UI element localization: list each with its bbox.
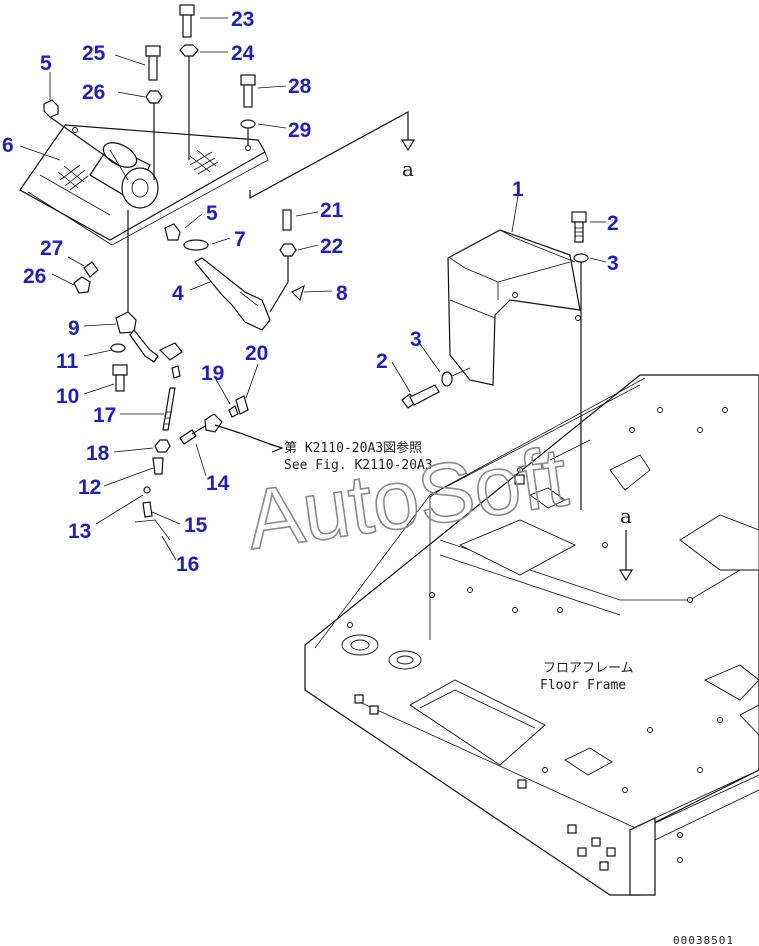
callout-14: 14 (206, 472, 230, 495)
callout-9: 9 (68, 317, 80, 340)
callout-23: 23 (231, 8, 254, 31)
nut-26 (145, 90, 163, 104)
connection-mark-a-bottom: a (620, 504, 632, 528)
nut-24 (179, 44, 199, 57)
callout-16: 16 (176, 553, 199, 576)
fitting-20 (235, 395, 249, 415)
callout-6: 6 (2, 134, 14, 157)
bushing-5-mid (164, 223, 181, 241)
callout-24: 24 (231, 42, 255, 65)
nut-27 (83, 261, 99, 278)
fitting-19 (228, 405, 239, 418)
nut-26-lower (73, 276, 91, 294)
bolt-2-left (401, 384, 440, 409)
callout-7: 7 (234, 228, 246, 251)
floor-frame-part (304, 374, 759, 896)
bolt-2-top (571, 211, 587, 243)
callout-5: 5 (40, 52, 52, 75)
callout-4: 4 (172, 282, 184, 305)
callout-21: 21 (320, 199, 344, 222)
callout-17: 17 (93, 404, 116, 427)
callout-5: 5 (206, 202, 218, 225)
callout-2: 2 (376, 350, 388, 373)
callout-11: 11 (56, 350, 79, 373)
bolt-25 (145, 45, 161, 81)
nut-22 (279, 243, 297, 257)
clevis-12 (152, 457, 164, 475)
connection-lines (249, 110, 634, 582)
connection-mark-a-top: a (402, 157, 414, 181)
bolt-28 (240, 74, 256, 108)
bolt-10 (112, 364, 128, 392)
callout-1: 1 (512, 178, 524, 201)
callout-10: 10 (56, 385, 79, 408)
callout-15: 15 (184, 514, 208, 537)
callout-20: 20 (245, 342, 268, 365)
reference-en: See Fig. K2110-20A3 (284, 458, 433, 473)
pin-13 (143, 486, 151, 494)
rod-17 (162, 365, 181, 431)
callout-27: 27 (40, 237, 63, 260)
clamp-9 (115, 311, 183, 363)
callout-3: 3 (410, 328, 422, 351)
callout-26: 26 (82, 81, 105, 104)
bracket-part-6 (19, 124, 269, 246)
elbow-14 (179, 413, 241, 445)
reference-jp: 第 K2110-20A3図参照 (284, 440, 422, 456)
knob-8 (290, 284, 305, 302)
stud-21 (282, 209, 292, 231)
callout-labels: 23 25 24 5 26 28 29 6 1 5 21 2 7 27 22 3… (2, 8, 619, 576)
washer-7 (183, 239, 209, 251)
washer-11 (110, 343, 126, 353)
washer-3-left (441, 371, 453, 387)
diagram-id: 00038501 (673, 934, 734, 946)
washer-3-top (573, 253, 589, 263)
callout-26: 26 (23, 265, 46, 288)
pin-15 (142, 501, 153, 518)
lever-part-4 (194, 257, 271, 331)
callout-22: 22 (320, 235, 343, 258)
callout-13: 13 (68, 520, 91, 543)
callout-29: 29 (288, 119, 311, 142)
callout-25: 25 (82, 42, 106, 65)
callout-19: 19 (201, 362, 224, 385)
callout-28: 28 (288, 75, 312, 98)
callout-12: 12 (78, 476, 101, 499)
nut-18 (154, 439, 171, 453)
cotter-16 (134, 519, 171, 541)
callout-3: 3 (607, 252, 619, 275)
bushing-5-top (43, 99, 59, 118)
floor-frame-label-jp: フロアフレーム (543, 661, 634, 676)
washer-29 (240, 119, 256, 129)
callout-8: 8 (336, 282, 348, 305)
cover-part-1 (447, 229, 581, 386)
bolt-23 (179, 4, 195, 38)
callout-2: 2 (607, 212, 619, 235)
callout-18: 18 (86, 442, 110, 465)
leader-lines (19, 17, 607, 561)
floor-frame-label-en: Floor Frame (540, 678, 626, 693)
